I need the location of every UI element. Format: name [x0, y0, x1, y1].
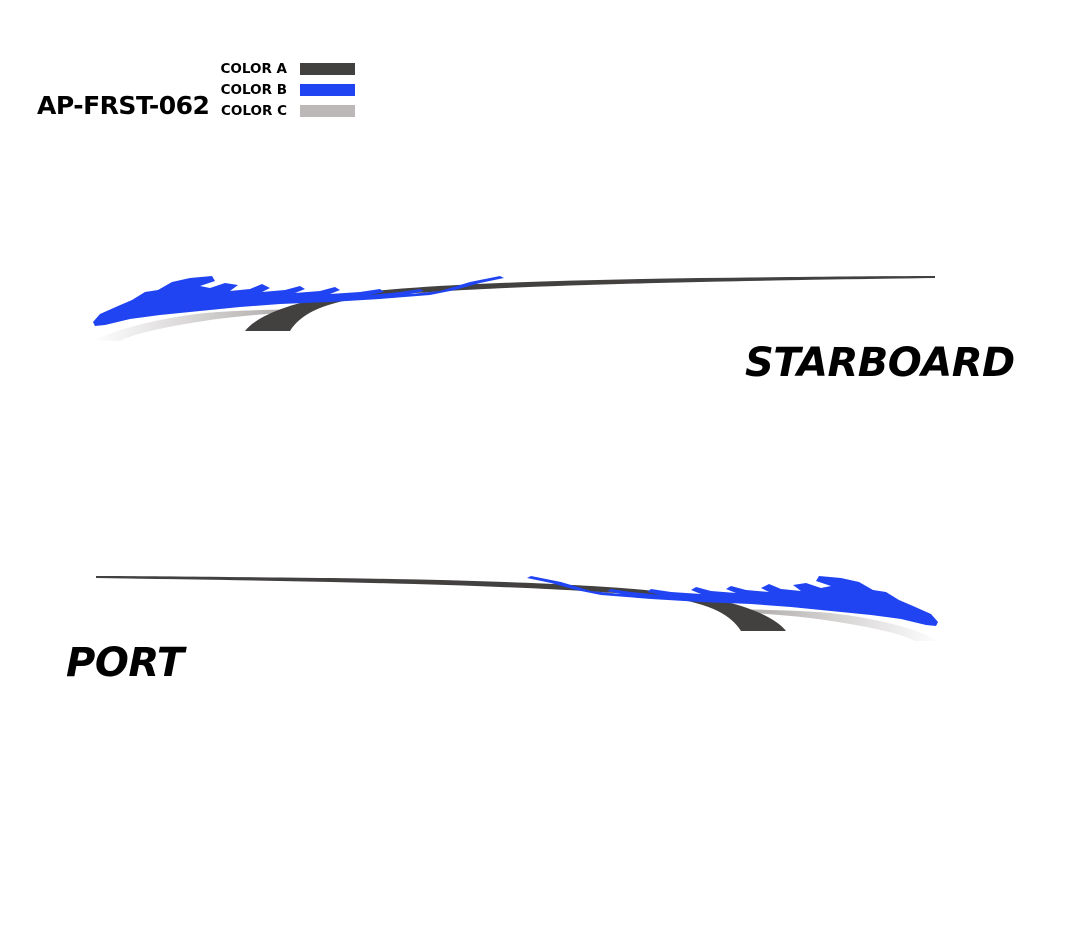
- legend-row-color-a: COLOR A: [200, 59, 360, 79]
- port-color-b-brush: [527, 576, 938, 626]
- starboard-color-b-brush: [93, 276, 504, 326]
- legend-label: COLOR A: [220, 61, 287, 77]
- legend-label: COLOR C: [221, 103, 287, 119]
- port-label: PORT: [66, 640, 184, 686]
- legend-row-color-c: COLOR C: [200, 101, 360, 121]
- color-swatch: [300, 63, 355, 75]
- legend-label: COLOR B: [220, 82, 287, 98]
- port-color-a-stripe: [96, 576, 786, 631]
- product-code: AP-FRST-062: [37, 91, 210, 120]
- legend-row-color-b: COLOR B: [200, 80, 360, 100]
- starboard-label: STARBOARD: [745, 340, 1015, 386]
- color-swatch: [300, 105, 355, 117]
- color-swatch: [300, 84, 355, 96]
- starboard-color-a-stripe: [245, 276, 935, 331]
